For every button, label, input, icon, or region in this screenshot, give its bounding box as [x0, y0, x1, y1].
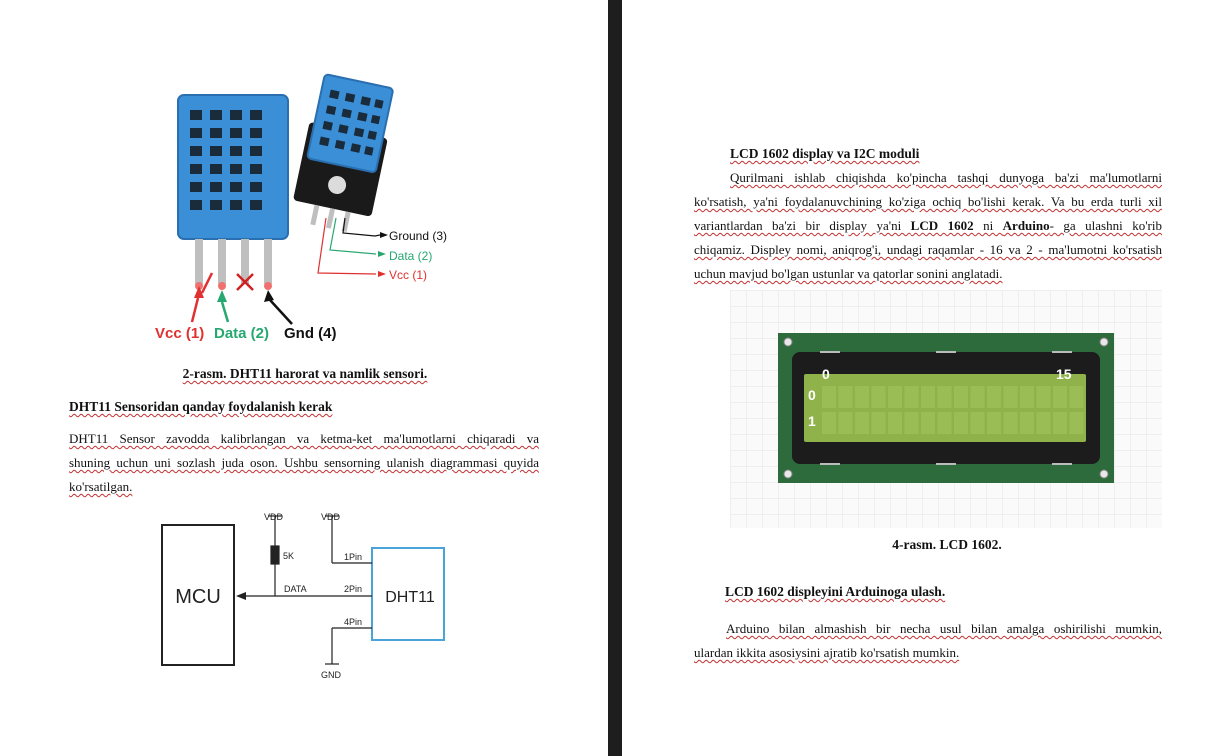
lcd-cell	[970, 412, 985, 434]
lcd-cell	[855, 412, 869, 434]
lcd-cell	[871, 386, 886, 408]
figure-2-caption: 2-rasm. DHT11 harorat va namlik sensori.	[182, 366, 428, 381]
module-wires	[317, 217, 388, 277]
lcd-cell	[1003, 412, 1018, 434]
lcd-cell	[1020, 386, 1034, 408]
lcd-cell	[970, 386, 985, 408]
lcd-character-cells	[822, 386, 1084, 434]
lcd-cell	[904, 412, 919, 434]
dht11-paragraph: DHT11 Sensor zavodda kalibrlangan va ket…	[69, 427, 539, 499]
mcu-block	[161, 524, 235, 666]
dht11-module	[293, 73, 394, 232]
mcu-label: MCU	[175, 586, 221, 608]
data-bottom-label: Data (2)	[214, 325, 269, 342]
vcc-pin-label: Vcc (1)	[389, 268, 427, 282]
lcd-cell	[888, 412, 902, 434]
lcd-row0-label: 0	[808, 387, 816, 403]
paragraph-line: ko'rsatilgan.	[69, 479, 133, 494]
pin4-label: 4Pin	[344, 617, 362, 627]
lcd-1602-figure: 0 15 0 1	[730, 290, 1162, 528]
paragraph-line: Qurilmani ishlab chiqishda ko'pincha tas…	[730, 170, 1162, 185]
lcd-column-start-label: 0	[822, 366, 830, 382]
lcd-section-heading: LCD 1602 display va I2C moduli	[730, 146, 920, 161]
lcd-cell	[822, 386, 836, 408]
lcd-cell	[838, 412, 853, 434]
lcd-cell	[1003, 386, 1018, 408]
dht11-circuit-diagram: MCU DHT11 VDD VDD 5K DATA 1Pin 2Pin 4Pin…	[161, 512, 445, 680]
text-run: - ga ulashni ko'rib	[1049, 218, 1162, 233]
dht11-bare-sensor	[177, 94, 289, 290]
lcd-cell	[987, 386, 1001, 408]
lcd-row1-label: 1	[808, 413, 816, 429]
vdd-label: VDD	[321, 512, 341, 522]
lcd-cell	[1053, 386, 1067, 408]
lcd-cell	[888, 386, 902, 408]
lcd-cell	[1053, 412, 1067, 434]
lcd-cell	[921, 412, 935, 434]
paragraph-line: shuning uchun uni sozlash juda oson. Ush…	[69, 455, 539, 470]
paragraph-line: chiqamiz. Displey nomi, aniqrog'i, undag…	[694, 242, 1162, 257]
lcd-cell	[987, 412, 1001, 434]
ground-pin-label: Ground (3)	[389, 229, 447, 243]
lcd-cell	[1069, 386, 1084, 408]
text-run: variantlardan ba'zi bir display ya'ni	[694, 218, 911, 233]
paragraph-line: variantlardan ba'zi bir display ya'ni LC…	[694, 214, 1162, 238]
lcd-cell	[904, 386, 919, 408]
pin-arrows	[190, 272, 293, 325]
gnd-label: GND	[321, 670, 342, 680]
paragraph-line: ko'rsatish, ya'ni foydalanuvchining ko'z…	[694, 194, 1162, 209]
lcd-cell	[921, 386, 935, 408]
figure-4-caption: 4-rasm. LCD 1602.	[892, 537, 1002, 552]
lcd-cell	[937, 386, 952, 408]
dht11-label: DHT11	[385, 589, 435, 606]
vcc-bottom-label: Vcc (1)	[155, 325, 204, 342]
lcd-paragraph: Qurilmani ishlab chiqishda ko'pincha tas…	[694, 166, 1162, 286]
right-page: LCD 1602 display va I2C moduli Qurilmani…	[622, 0, 1226, 756]
dht11-sensor-figure: Ground (3) Data (2) Vcc (1) Vcc (1) Data…	[155, 73, 447, 342]
lcd-cell	[822, 412, 836, 434]
lcd-arduino-paragraph: Arduino bilan almashish bir necha usul b…	[694, 617, 1162, 665]
lcd-arduino-heading: LCD 1602 displeyini Arduinoga ulash.	[725, 584, 946, 599]
unused-pin-x-icon	[236, 273, 254, 291]
pin2-label: 2Pin	[344, 584, 362, 594]
text-run-bold: LCD 1602	[910, 218, 974, 233]
paragraph-line: DHT11 Sensor zavodda kalibrlangan va ket…	[69, 431, 539, 446]
text-run: ni	[973, 218, 1003, 233]
vdd-label: VDD	[264, 512, 284, 522]
dht11-block	[371, 547, 445, 641]
lcd-cell	[954, 386, 968, 408]
pin1-label: 1Pin	[344, 552, 362, 562]
lcd-cell	[1020, 412, 1034, 434]
text-run-bold: Arduino	[1002, 218, 1050, 233]
resistor-label: 5K	[283, 551, 294, 561]
data-pin-label: Data (2)	[389, 249, 432, 263]
lcd-cell	[871, 412, 886, 434]
gnd-bottom-label: Gnd (4)	[284, 325, 337, 342]
data-line-label: DATA	[284, 584, 307, 594]
dht11-usage-heading: DHT11 Sensoridan qanday foydalanish kera…	[69, 399, 333, 414]
paragraph-line: ulardan ikkita asosiysini ajratib ko'rsa…	[694, 645, 960, 660]
lcd-cell	[937, 412, 952, 434]
lcd-column-end-label: 15	[1056, 366, 1072, 382]
lcd-cell	[855, 386, 869, 408]
page-gutter	[608, 0, 622, 756]
lcd-cell	[1069, 412, 1084, 434]
lcd-cell	[1036, 386, 1051, 408]
lcd-cell	[838, 386, 853, 408]
lcd-cell	[954, 412, 968, 434]
lcd-cell	[1036, 412, 1051, 434]
left-page: Ground (3) Data (2) Vcc (1) Vcc (1) Data…	[0, 0, 608, 756]
paragraph-line: uchun mavjud bo'lgan ustunlar va qatorla…	[694, 266, 1003, 281]
paragraph-line: Arduino bilan almashish bir necha usul b…	[726, 621, 1162, 636]
